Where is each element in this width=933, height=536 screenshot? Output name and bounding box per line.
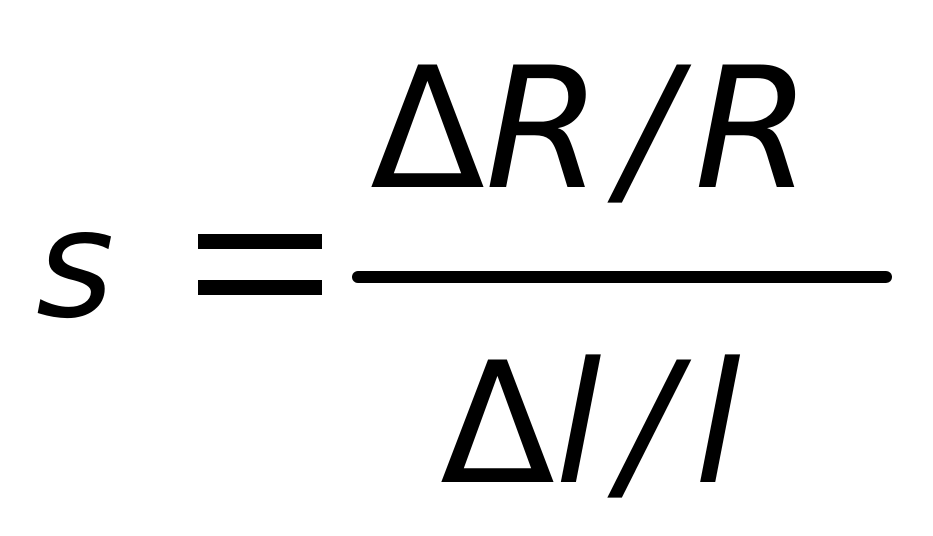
equals-bar-bottom: [198, 280, 322, 295]
denominator-var-l2: l: [694, 326, 741, 522]
fraction-numerator: ΔR/R: [370, 31, 890, 227]
fraction-denominator: Δl/l: [440, 326, 820, 522]
fraction-bar: [352, 271, 892, 283]
numerator-slash: /: [619, 31, 677, 227]
denominator-delta: Δ: [440, 326, 555, 522]
equals-sign: [198, 228, 322, 302]
denominator-var-l1: l: [554, 326, 602, 522]
numerator-delta: Δ: [370, 31, 485, 227]
equals-bar-top: [198, 234, 322, 249]
denominator-slash: /: [619, 326, 677, 522]
lhs-variable-s: s: [36, 178, 115, 352]
numerator-var-r1: R: [484, 31, 602, 227]
numerator-var-r2: R: [694, 31, 812, 227]
